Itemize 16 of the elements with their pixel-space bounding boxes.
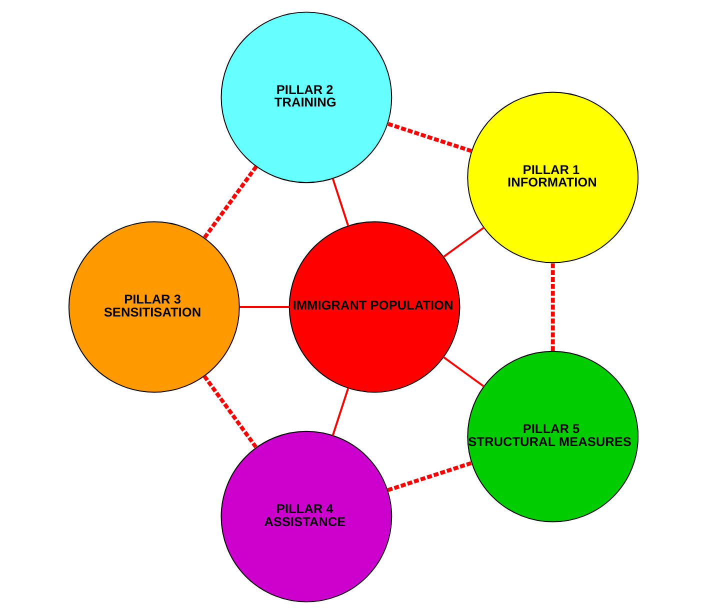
connector <box>386 122 472 153</box>
connector <box>550 262 554 351</box>
connector <box>442 226 484 258</box>
node-circle: PILLAR 2 TRAINING <box>220 12 392 184</box>
node-circle: PILLAR 5 STRUCTURAL MEASURES <box>466 350 638 522</box>
connector <box>202 165 258 240</box>
node-circle: IMMIGRANT POPULATION <box>288 221 460 393</box>
connector <box>331 388 349 436</box>
connector <box>331 178 349 226</box>
connector <box>386 461 472 492</box>
connector <box>239 306 289 308</box>
node-circle: PILLAR 1 INFORMATION <box>466 92 638 264</box>
connector <box>442 356 484 388</box>
node-circle: PILLAR 4 ASSISTANCE <box>220 430 392 602</box>
node-circle: PILLAR 3 SENSITISATION <box>68 221 240 393</box>
connector <box>202 375 258 449</box>
